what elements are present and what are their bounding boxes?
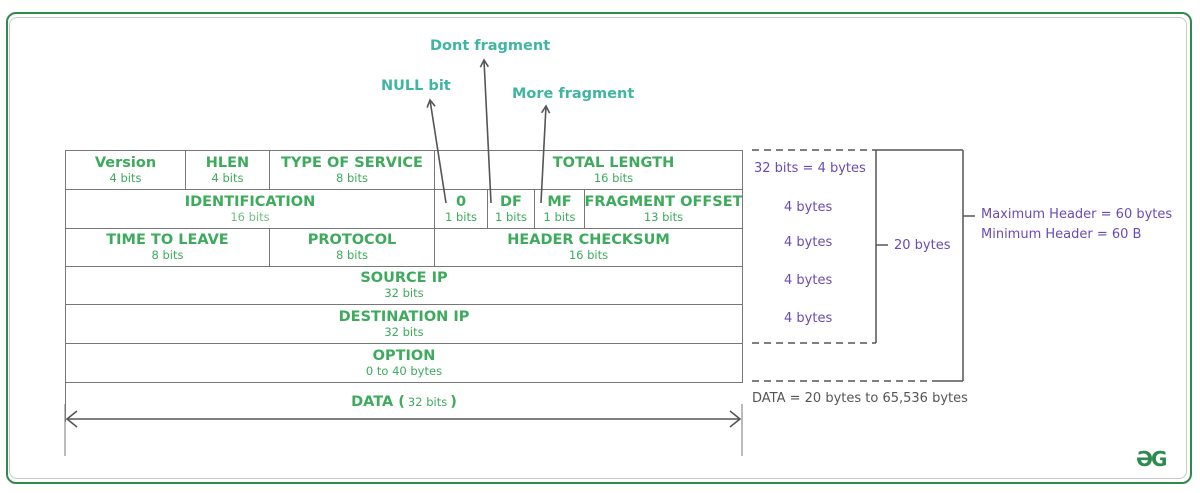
field-time-to-leave: TIME TO LEAVE 8 bits	[65, 228, 269, 266]
field-df: DF 1 bits	[487, 189, 534, 228]
field-destination-ip: DESTINATION IP 32 bits	[65, 304, 742, 343]
field-size: 8 bits	[336, 248, 368, 263]
field-name: TOTAL LENGTH	[552, 154, 675, 171]
field-hlen: HLEN 4 bits	[185, 150, 269, 189]
field-size: 32 bits	[384, 324, 424, 339]
field-size: 32 bits	[407, 395, 448, 410]
field-size: 8 bits	[336, 170, 368, 185]
field-name: DF	[500, 193, 522, 210]
row-size-2: 4 bytes	[784, 200, 833, 215]
field-header-checksum: HEADER CHECKSUM 16 bits	[434, 228, 742, 266]
field-name: MF	[547, 193, 572, 210]
field-size: 1 bits	[495, 209, 527, 224]
field-name: HLEN	[205, 154, 250, 171]
field-name: TYPE OF SERVICE	[281, 154, 423, 171]
row-size-5: 4 bytes	[784, 311, 833, 326]
field-identification: IDENTIFICATION 16 bits	[65, 189, 434, 228]
field-option: OPTION 0 to 40 bytes	[65, 343, 742, 382]
field-source-ip: SOURCE IP 32 bits	[65, 266, 742, 304]
field-name: Version	[94, 154, 157, 171]
row-size-4: 4 bytes	[784, 273, 833, 288]
field-size: 1 bits	[445, 209, 477, 224]
field-name: TIME TO LEAVE	[106, 232, 229, 249]
field-name: OPTION	[372, 347, 436, 364]
field-size: 0 to 40 bytes	[365, 363, 443, 378]
field-name: DATA	[351, 393, 394, 410]
field-size: 16 bits	[593, 170, 634, 185]
field-size: 13 bits	[643, 209, 684, 224]
data-arrow-right-head	[729, 410, 742, 428]
field-size: 16 bits	[568, 248, 609, 263]
null-bit-label: NULL bit	[381, 78, 451, 94]
field-name: SOURCE IP	[360, 270, 448, 287]
field-name: IDENTIFICATION	[184, 193, 316, 210]
field-size: 8 bits	[151, 248, 184, 263]
field-null-bit: 0 1 bits	[434, 189, 487, 228]
field-name: PROTOCOL	[307, 232, 397, 249]
dont-fragment-arrow	[479, 58, 492, 204]
null-bit-arrow	[426, 98, 447, 204]
field-size: 1 bits	[543, 209, 576, 224]
field-name: HEADER CHECKSUM	[507, 232, 670, 249]
field-size: 4 bits	[109, 170, 142, 185]
paren-close: )	[450, 393, 457, 410]
paren-open: (	[398, 393, 405, 410]
field-mf: MF 1 bits	[534, 189, 584, 228]
field-protocol: PROTOCOL 8 bits	[269, 228, 434, 266]
outer-frame	[6, 12, 1192, 484]
field-type-of-service: TYPE OF SERVICE 8 bits	[269, 150, 434, 189]
field-size: 32 bits	[384, 286, 424, 301]
field-name: FRAGMENT OFFSET	[584, 193, 743, 210]
more-fragment-label: More fragment	[512, 86, 635, 102]
brand-logo: ƏG	[1136, 447, 1167, 471]
field-size: 4 bits	[211, 170, 244, 185]
field-size: 16 bits	[230, 209, 270, 224]
inner-frame	[9, 17, 1187, 479]
field-fragment-offset: FRAGMENT OFFSET 13 bits	[584, 189, 743, 228]
row-size-3: 4 bytes	[784, 235, 833, 250]
data-arrow-left-head	[65, 410, 78, 428]
field-total-length: TOTAL LENGTH 16 bits	[434, 150, 742, 189]
data-size-label: DATA = 20 bytes to 65,536 bytes	[752, 391, 968, 406]
row-size-1: 32 bits = 4 bytes	[754, 161, 866, 176]
field-version: Version 4 bits	[65, 150, 185, 189]
field-name: DESTINATION IP	[338, 308, 470, 325]
more-fragment-arrow	[540, 104, 551, 204]
max-header-label: Maximum Header = 60 bytes	[981, 207, 1173, 222]
field-name: 0	[455, 193, 467, 210]
header-size-label: 20 bytes	[894, 238, 951, 253]
dont-fragment-label: Dont fragment	[430, 38, 551, 54]
min-header-label: Minimum Header = 60 B	[981, 227, 1142, 242]
